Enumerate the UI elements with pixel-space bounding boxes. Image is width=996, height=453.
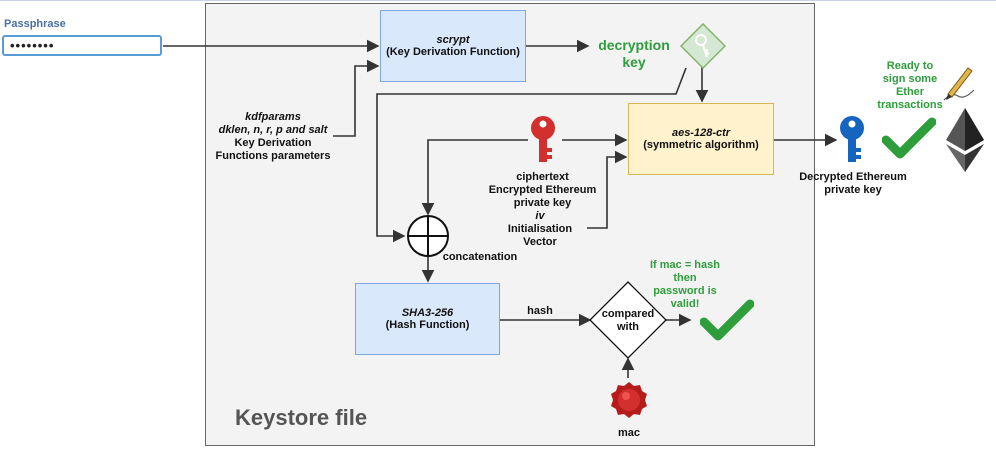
compare-diamond (589, 281, 667, 359)
sha3-box: SHA3-256 (Hash Function) (355, 283, 500, 355)
concatenation-label: concatenation (442, 251, 518, 263)
aes-name: aes-128-ctr (671, 127, 731, 139)
checkmark-icon (700, 299, 754, 341)
mac-label: mac (617, 427, 641, 439)
aes-box: aes-128-ctr (symmetric algorithm) (628, 103, 774, 175)
hash-label: hash (527, 305, 553, 317)
compared-label: compared with (601, 308, 655, 333)
pen-icon (943, 67, 975, 101)
passphrase-input[interactable] (2, 35, 162, 56)
top-border (0, 0, 996, 1)
scrypt-desc: (Key Derivation Function) (386, 46, 520, 58)
checkmark-icon (882, 117, 936, 159)
scrypt-box: scrypt (Key Derivation Function) (380, 10, 526, 82)
aes-desc: (symmetric algorithm) (643, 139, 759, 151)
wax-seal-icon (611, 382, 647, 418)
keystore-title: Keystore file (235, 405, 368, 430)
decryption-key-label: decryption key (598, 37, 670, 70)
ciphertext-label: ciphertext Encrypted Ethereum private ke… (488, 171, 597, 209)
key-diamond-icon (680, 23, 726, 69)
blue-key-icon (840, 116, 864, 162)
sha3-name: SHA3-256 (401, 307, 454, 319)
passphrase-label: Passphrase (4, 18, 66, 30)
ready-label: Ready to sign some Ether transactions (877, 60, 943, 111)
iv-label: iv Initialisation Vector (507, 210, 573, 248)
decrypted-label: Decrypted Ethereum private key (799, 171, 907, 196)
sha3-desc: (Hash Function) (385, 319, 470, 331)
ethereum-icon (946, 108, 984, 172)
concatenation-symbol (407, 215, 449, 257)
kdfparams-label: kdfparams dklen, n, r, p and salt Key De… (215, 111, 331, 162)
scrypt-name: scrypt (436, 34, 470, 46)
red-key-icon (531, 116, 555, 162)
valid-label: If mac = hash then password is valid! (649, 259, 720, 310)
